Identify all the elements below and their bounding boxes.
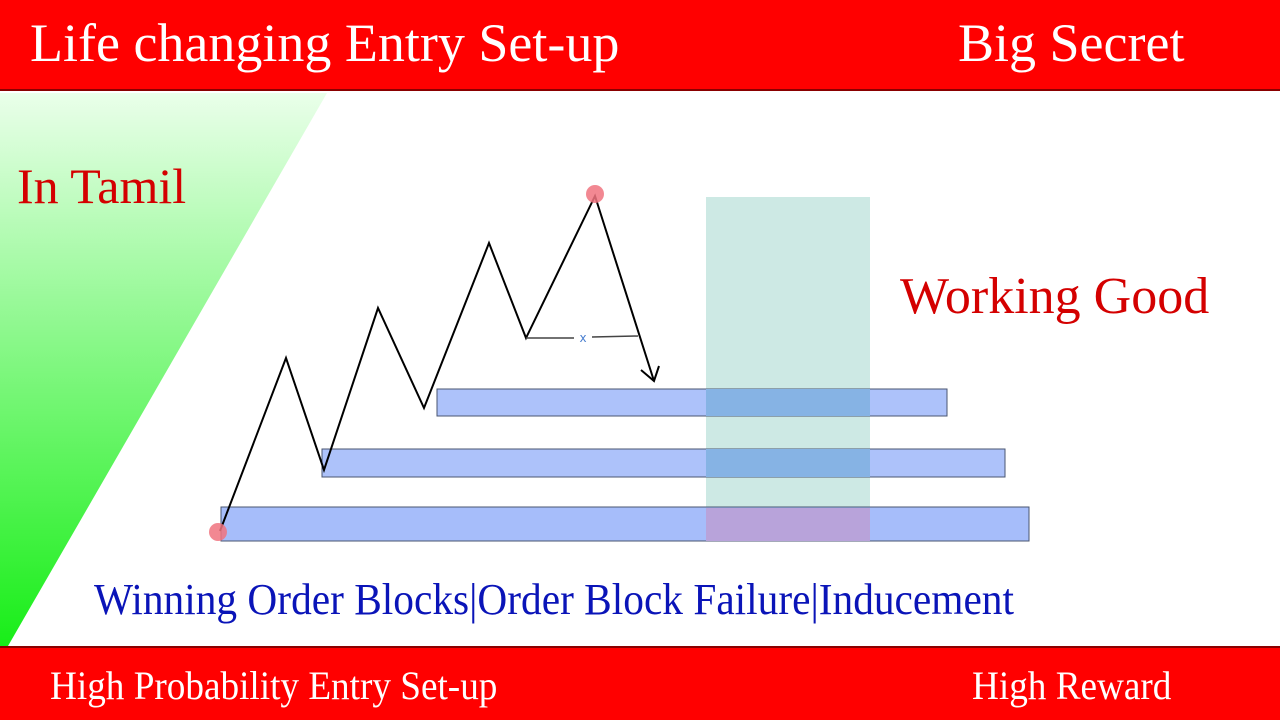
header-title: Life changing Entry Set-up: [30, 13, 620, 73]
footer-banner: High Probability Entry Set-up High Rewar…: [0, 646, 1280, 720]
green-gradient-wedge: [0, 93, 327, 646]
language-label: In Tamil: [17, 158, 187, 214]
footer-left-text: High Probability Entry Set-up: [50, 663, 498, 708]
low-point-dot: [209, 523, 227, 541]
footer-right-text: High Reward: [972, 663, 1172, 708]
order-block-3: [220, 506, 1030, 542]
header-tagline: Big Secret: [958, 13, 1185, 73]
header-banner: Life changing Entry Set-up Big Secret: [0, 0, 1280, 91]
price-zigzag: [219, 193, 655, 532]
entry-zone: [706, 197, 870, 541]
arrow-head-icon: [640, 365, 660, 383]
order-block-2: [321, 448, 1006, 478]
diagram-area: x: [0, 91, 1280, 646]
market-structure-diagram: x: [0, 93, 1030, 646]
order-block-1: [436, 388, 948, 417]
high-point-dot: [586, 185, 604, 203]
inducement-marker: x: [579, 331, 586, 345]
status-label: Working Good: [900, 268, 1210, 325]
topic-subtitle: Winning Order Blocks|Order Block Failure…: [94, 575, 1014, 624]
